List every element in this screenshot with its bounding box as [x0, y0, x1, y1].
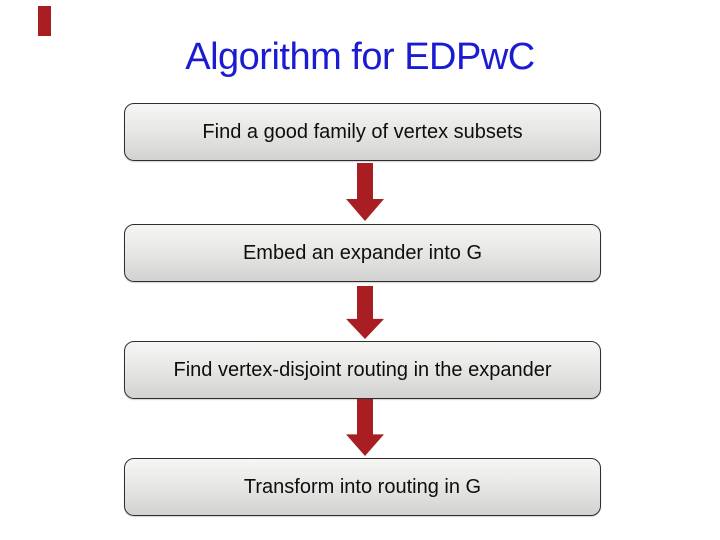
flow-step-transform-routing: Transform into routing in G: [124, 458, 601, 516]
flow-step-label: Transform into routing in G: [243, 475, 482, 498]
red-accent-bar: [38, 6, 51, 36]
flow-step-label: Embed an expander into G: [242, 241, 483, 264]
flow-step-label: Find vertex-disjoint routing in the expa…: [173, 358, 552, 381]
arrow-down-icon: [346, 399, 384, 456]
flow-step-label: Find a good family of vertex subsets: [202, 120, 523, 143]
arrow-down-icon: [346, 163, 384, 221]
flow-step-find-subsets: Find a good family of vertex subsets: [124, 103, 601, 161]
arrow-down-shape: [346, 163, 384, 221]
arrow-down-shape: [346, 286, 384, 339]
flow-step-embed-expander: Embed an expander into G: [124, 224, 601, 282]
slide-title: Algorithm for EDPwC: [185, 36, 535, 78]
arrow-down-shape: [346, 399, 384, 456]
arrow-down-icon: [346, 286, 384, 339]
flow-step-vertex-disjoint-routing: Find vertex-disjoint routing in the expa…: [124, 341, 601, 399]
